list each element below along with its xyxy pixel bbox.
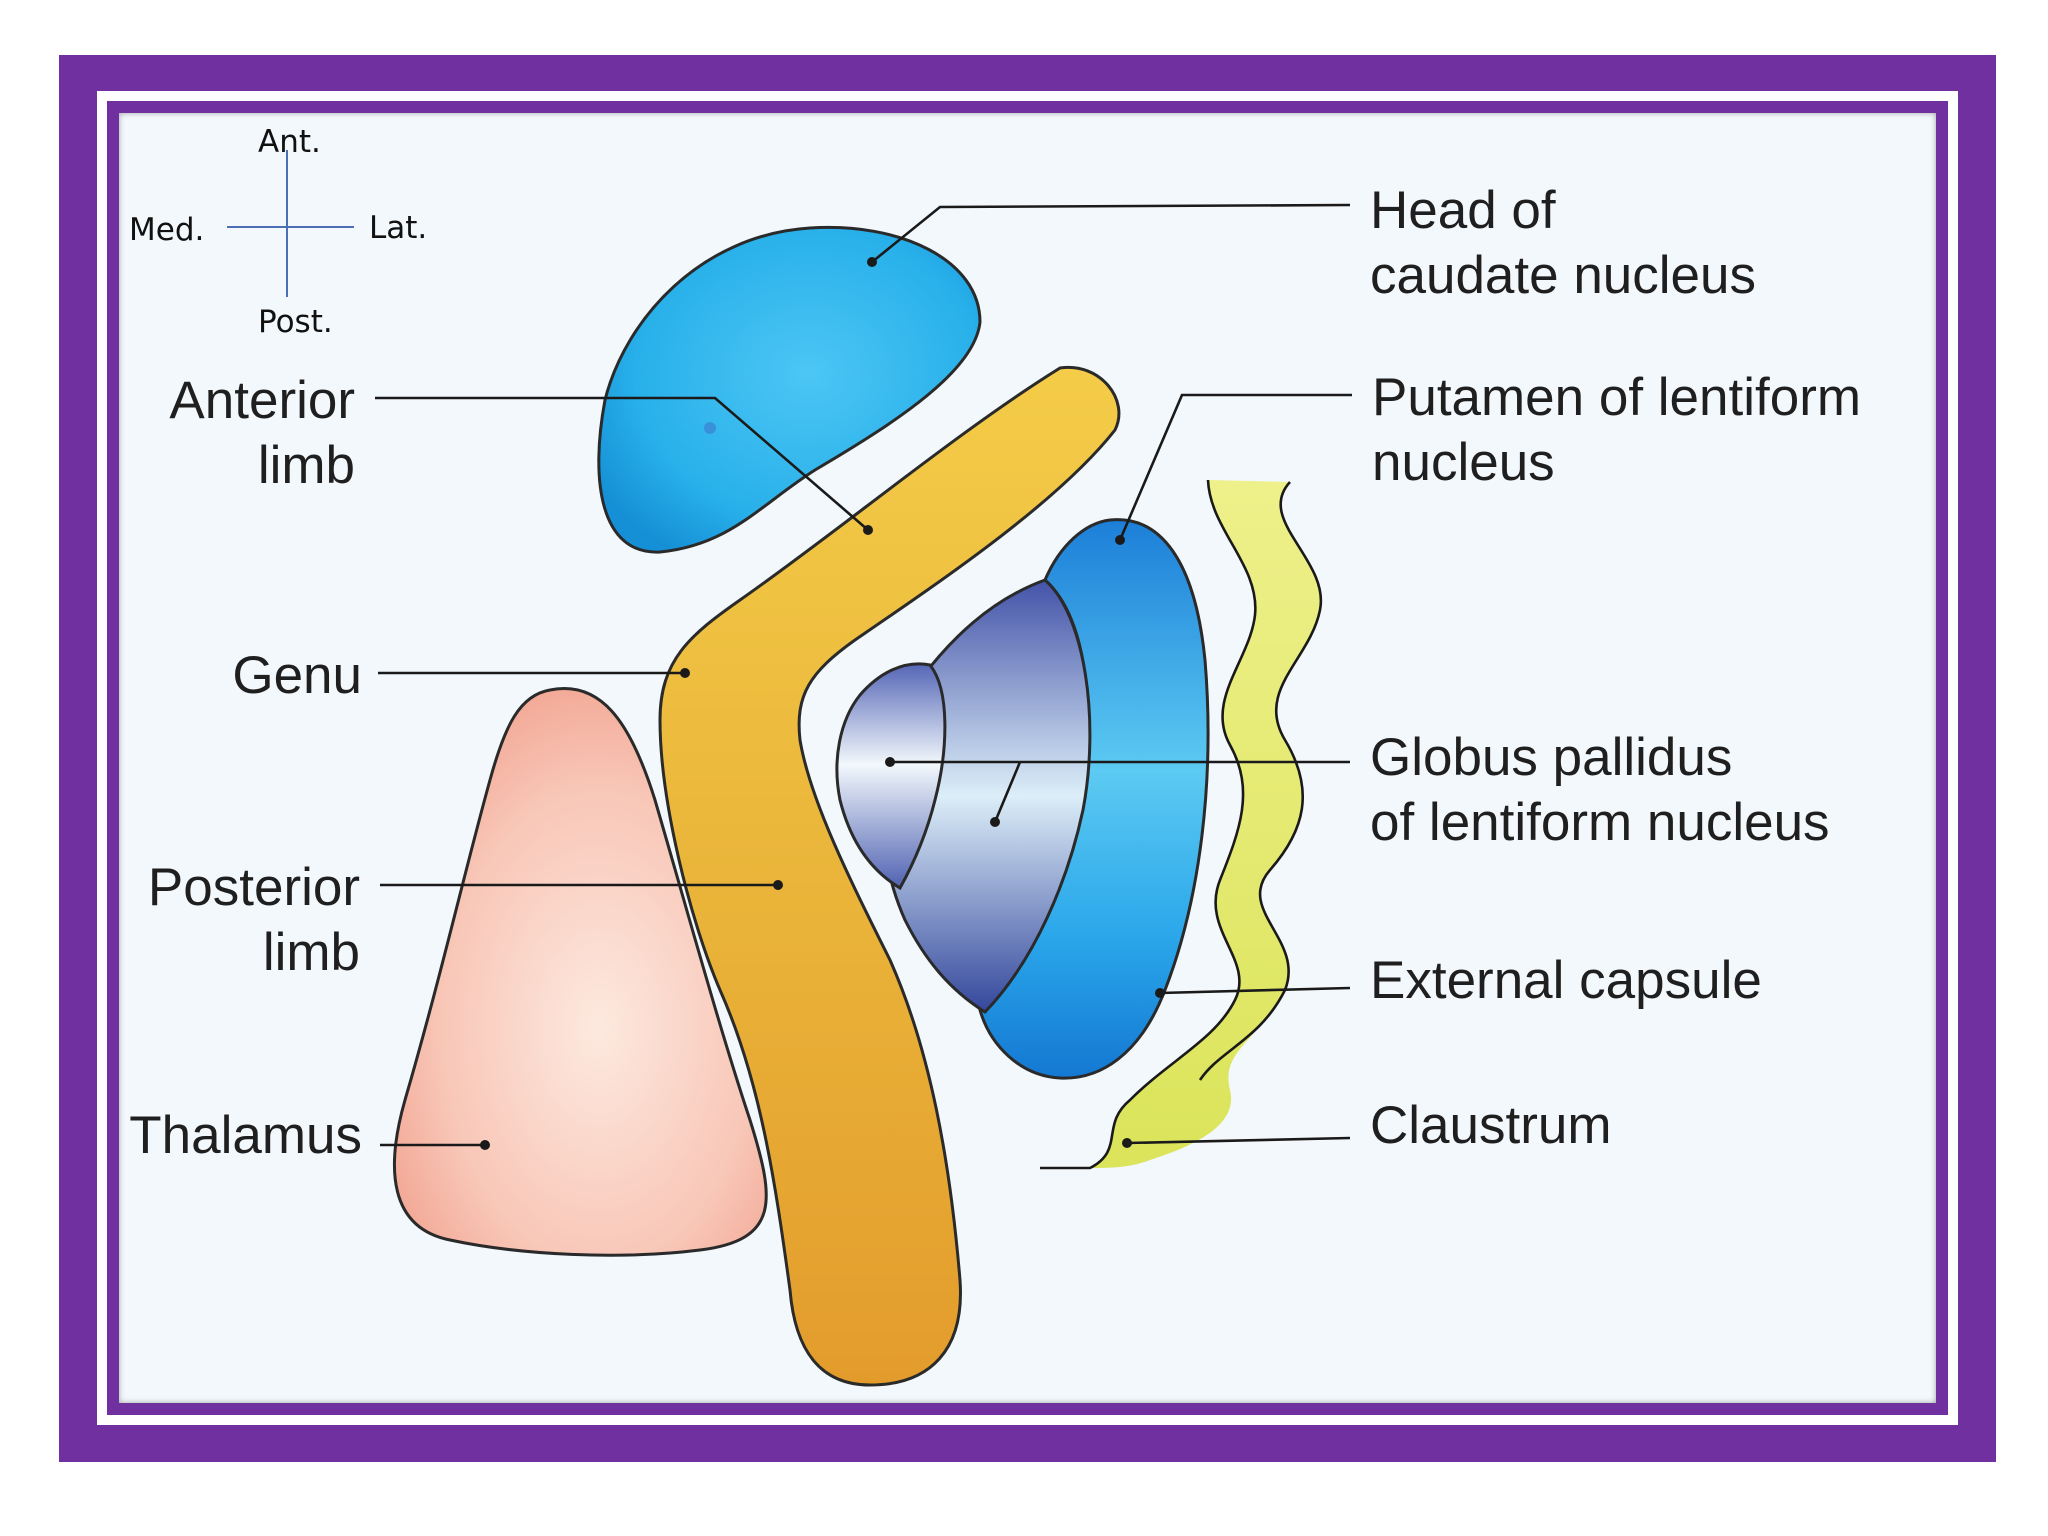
label-claustrum: Claustrum: [1370, 1096, 1612, 1155]
claustrum-shape: [1090, 480, 1321, 1168]
compass-lateral: Lat.: [369, 210, 427, 246]
caudate-highlight-dot: [704, 422, 716, 434]
label-anterior-limb-1: Anterior: [169, 371, 355, 430]
internal-capsule-shape: [658, 365, 1121, 1387]
label-putamen-2: nucleus: [1372, 433, 1555, 492]
label-caudate-1: Head of: [1370, 181, 1556, 240]
leader-globus-pallidus-outer: [993, 761, 1022, 823]
label-posterior-limb-1: Posterior: [148, 858, 360, 917]
dot-globus-pallidus-outer: [990, 817, 1000, 827]
caudate-head-shape: [597, 225, 982, 554]
compass-medial: Med.: [129, 212, 204, 248]
compass-anterior: Ant.: [258, 124, 321, 160]
leader-caudate: [871, 203, 1351, 264]
label-anterior-limb-2: limb: [258, 436, 355, 495]
leader-anterior-limb: [375, 396, 869, 531]
thalamus-shape: [393, 687, 768, 1257]
label-globus-2: of lentiform nucleus: [1370, 793, 1830, 852]
compass-posterior: Post.: [258, 304, 333, 340]
claustrum-outline-lateral: [1198, 481, 1323, 1081]
leader-putamen: [1118, 393, 1352, 541]
label-genu: Genu: [232, 646, 362, 705]
globus-pallidus-inner-shape: [835, 662, 947, 891]
dot-claustrum: [1122, 1138, 1132, 1148]
label-globus-1: Globus pallidus: [1370, 728, 1732, 787]
dot-globus-pallidus-inner: [885, 757, 895, 767]
dot-external-capsule: [1155, 988, 1165, 998]
label-putamen-1: Putamen of lentiform: [1372, 368, 1861, 427]
label-posterior-limb-2: limb: [263, 923, 360, 982]
leader-external-capsule: [1159, 986, 1351, 995]
label-thalamus: Thalamus: [129, 1106, 362, 1165]
dot-posterior-limb: [773, 880, 783, 890]
dot-putamen: [1115, 535, 1125, 545]
claustrum-outline-medial: [1040, 479, 1257, 1170]
dot-caudate: [867, 257, 877, 267]
label-caudate-2: caudate nucleus: [1370, 246, 1756, 305]
dot-anterior-limb: [863, 525, 873, 535]
dot-thalamus: [480, 1140, 490, 1150]
dot-genu: [680, 668, 690, 678]
label-external-capsule: External capsule: [1370, 951, 1762, 1010]
leader-claustrum: [1126, 1136, 1351, 1145]
